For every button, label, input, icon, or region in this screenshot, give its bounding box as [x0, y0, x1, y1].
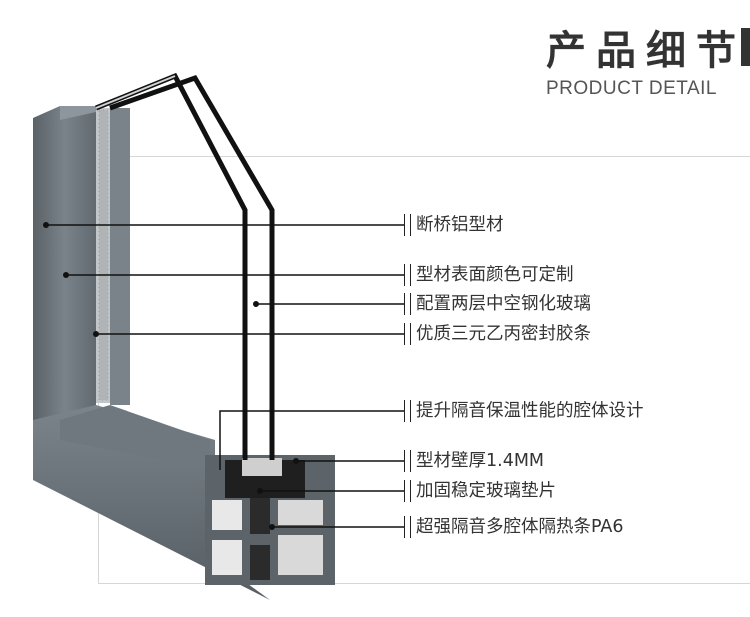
glass-spacer-dotted — [98, 109, 109, 401]
frame-edge-highlight — [60, 106, 96, 120]
glass-pane-outer-edge — [95, 75, 176, 109]
title-en: PRODUCT DETAIL — [546, 78, 717, 99]
title-accent-bar — [741, 28, 750, 66]
title-cn: 产品细节 — [546, 27, 746, 74]
section-chamber-3 — [278, 500, 323, 525]
callout-label: 提升隔音保温性能的腔体设计 — [416, 401, 644, 421]
callout-bar — [404, 400, 411, 422]
bottom-frame-face — [60, 405, 210, 470]
section-chamber-4 — [212, 540, 242, 575]
leader-dots — [43, 222, 299, 530]
callout-label: 优质三元乙丙密封胶条 — [416, 324, 591, 344]
callout-bar — [404, 214, 411, 236]
section-chamber-5 — [250, 545, 270, 580]
callout-label: 型材壁厚1.4MM — [416, 451, 545, 471]
section-chamber-6 — [278, 535, 323, 575]
glass-pad — [242, 458, 282, 476]
callout-bar — [404, 323, 411, 345]
leader-lines — [46, 224, 404, 528]
section-chamber-1 — [212, 500, 242, 530]
glass-pane-inner — [109, 74, 275, 460]
callout-label: 加固稳定玻璃垫片 — [416, 481, 556, 501]
callout-bar — [404, 450, 411, 472]
callout-label: 配置两层中空钢化玻璃 — [416, 294, 591, 314]
callout-bar — [404, 293, 411, 315]
callout-label: 断桥铝型材 — [416, 215, 504, 235]
callout-bar — [404, 480, 411, 502]
callout-bar — [404, 516, 411, 538]
callout-label: 型材表面颜色可定制 — [416, 265, 574, 285]
inner-bead — [110, 108, 130, 405]
section-chamber-2 — [250, 498, 270, 534]
vertical-frame — [33, 106, 96, 420]
callout-bar — [404, 264, 411, 286]
callout-label: 超强隔音多腔体隔热条PA6 — [416, 517, 624, 537]
